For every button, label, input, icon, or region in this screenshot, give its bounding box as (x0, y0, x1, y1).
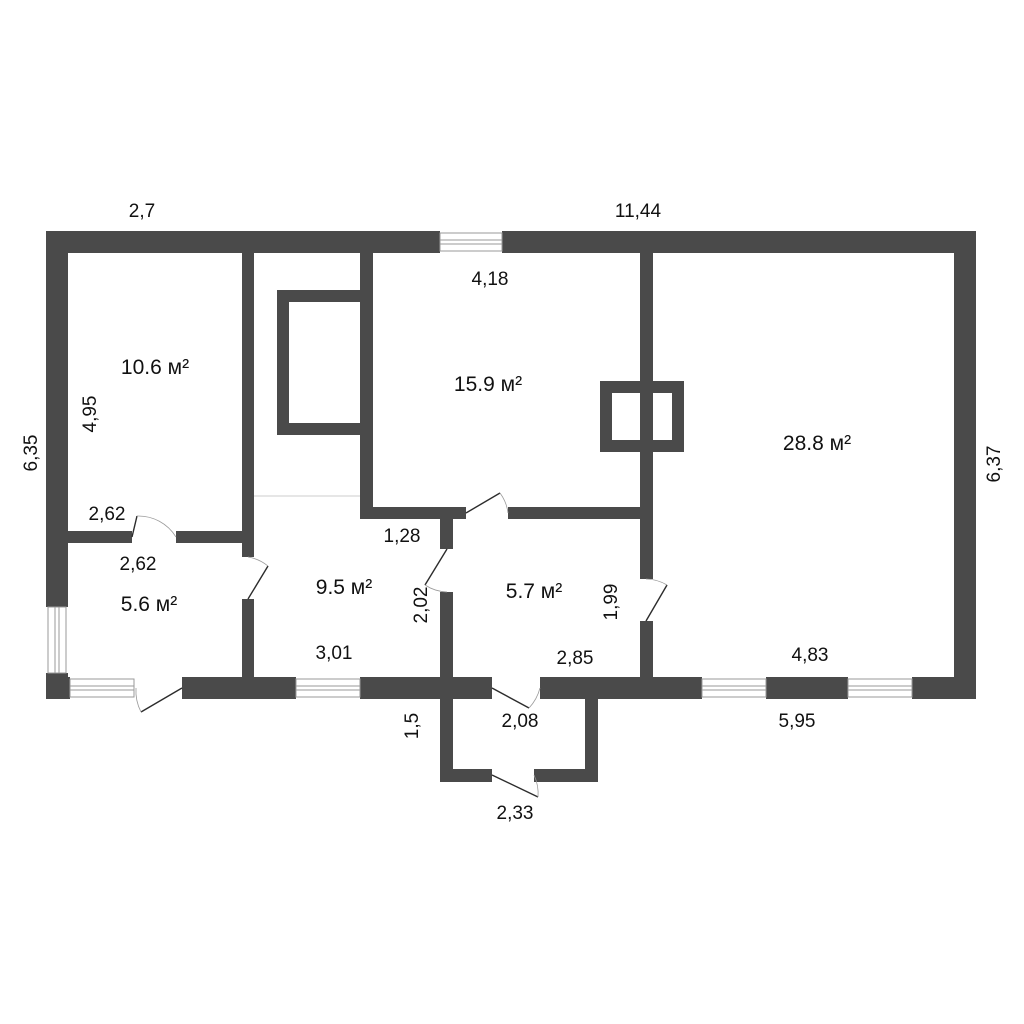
dim-porch-inner-width: 2,08 (502, 711, 539, 732)
doors (131, 492, 668, 798)
dim-top-overall: 11,44 (615, 201, 662, 222)
door-room-d-exterior (135, 687, 183, 713)
interior-walls (68, 253, 684, 682)
dim-porch-depth: 1,5 (402, 713, 423, 739)
dim-room-f-height: 1,99 (601, 584, 622, 621)
window-bottom-room-c-left (701, 678, 767, 698)
dim-room-a-width: 2,62 (89, 504, 126, 525)
dim-corridor-width: 1,28 (384, 526, 421, 547)
window-bottom-room-d (69, 678, 135, 698)
door-room-d-to-e (247, 556, 269, 600)
dim-room-e-width: 3,01 (316, 643, 353, 664)
dim-room-a-height: 4,95 (80, 396, 101, 433)
dim-room-b-width: 4,18 (472, 269, 509, 290)
window-top (439, 232, 503, 252)
dim-porch-outer-width: 2,33 (497, 803, 534, 824)
room-a-area: 10.6 м² (121, 356, 189, 379)
room-f-area: 5.7 м² (506, 580, 562, 603)
dimension-labels: 2,7 11,44 4,18 6,35 4,95 2,62 2,62 6,37 … (21, 201, 1005, 824)
door-room-e-to-f (424, 548, 448, 593)
dim-room-c-width: 4,83 (792, 645, 829, 666)
dim-top-left: 2,7 (129, 201, 155, 222)
dim-left-overall: 6,35 (21, 435, 42, 472)
exterior-walls (46, 231, 976, 699)
door-porch-inner (491, 687, 541, 709)
door-room-f-to-c (645, 578, 668, 622)
dim-room-f-width: 2,85 (557, 648, 594, 669)
dim-room-d-width: 2,62 (120, 554, 157, 575)
room-b-area: 15.9 м² (454, 373, 522, 396)
door-room-b-to-f (465, 492, 509, 514)
door-room-a-to-d (131, 515, 177, 538)
dim-right-overall: 6,37 (984, 446, 1005, 483)
dim-room-e-height: 2,02 (411, 587, 432, 624)
dim-bottom-right: 5,95 (779, 711, 816, 732)
room-c-area: 28.8 м² (783, 432, 851, 455)
porch-walls (440, 677, 598, 782)
window-bottom-room-c-right (847, 678, 913, 698)
window-left (47, 606, 67, 674)
room-e-area: 9.5 м² (316, 576, 372, 599)
window-bottom-room-e (295, 678, 361, 698)
windows (47, 232, 913, 698)
room-d-area: 5.6 м² (121, 593, 177, 616)
door-porch-outer (491, 774, 539, 798)
room-labels: 10.6 м² 15.9 м² 28.8 м² 5.6 м² 9.5 м² 5.… (121, 356, 851, 616)
